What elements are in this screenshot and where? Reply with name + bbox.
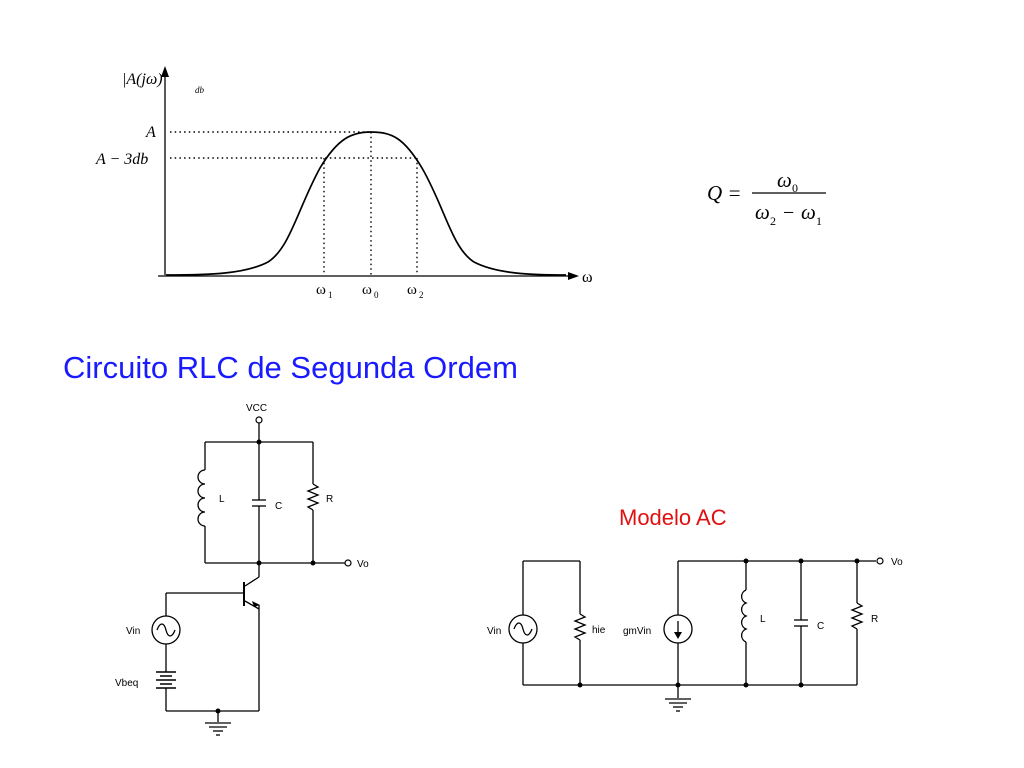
x-axis-label: ω <box>582 269 593 286</box>
ac-inductor-symbol <box>740 589 748 643</box>
x-axis-arrow <box>568 272 579 280</box>
omega1-label: ω <box>316 282 326 298</box>
response-curve <box>165 131 567 276</box>
resistor-label: R <box>326 494 333 505</box>
quality-factor-formula: Q = ω 0 ω 2 − ω 1 <box>707 168 826 228</box>
formula-den-a: ω <box>755 200 770 224</box>
ac-ground-icon <box>665 698 691 712</box>
gmvin-label: gmVin <box>623 626 651 637</box>
omega1-subscript: 1 <box>328 290 333 300</box>
formula-den-b: ω <box>801 200 816 224</box>
ac-vo-label: Vo <box>891 557 903 568</box>
vo-terminal <box>344 559 352 567</box>
hie-resistor-symbol <box>573 613 587 641</box>
current-arrow-icon <box>674 632 682 639</box>
inductor-symbol <box>197 469 206 527</box>
level-A-label: A <box>145 124 156 141</box>
ac-model-title: Modelo AC <box>619 505 727 530</box>
transistor-emitter-arrow <box>252 601 260 607</box>
formula-lhs: Q = <box>707 181 742 205</box>
rlc-amplifier-circuit: VCC L C R Vo <box>115 403 369 736</box>
vcc-label: VCC <box>246 403 267 414</box>
transistor-collector <box>244 576 260 587</box>
ac-resistor-symbol <box>850 602 864 630</box>
inductor-label: L <box>219 494 225 505</box>
y-axis-arrow <box>161 66 169 77</box>
ac-vin-label: Vin <box>487 626 501 637</box>
formula-den-b-sub: 1 <box>816 214 822 228</box>
ground-icon <box>205 722 231 736</box>
y-axis-label: |A(jω)| <box>122 71 167 88</box>
section-heading: Circuito RLC de Segunda Ordem <box>63 350 518 385</box>
transistor-emitter <box>244 600 260 610</box>
resistor-symbol <box>306 483 320 511</box>
capacitor-label: C <box>275 501 282 512</box>
level-3db-label: A − 3db <box>95 151 148 168</box>
ac-vo-terminal <box>876 557 884 565</box>
formula-numerator: ω <box>777 168 792 192</box>
hie-label: hie <box>592 625 606 636</box>
vbeq-label: Vbeq <box>115 678 138 689</box>
vin-label: Vin <box>126 626 140 637</box>
formula-numerator-sub: 0 <box>792 181 798 195</box>
vcc-terminal <box>255 416 263 424</box>
formula-den-a-sub: 2 <box>770 214 776 228</box>
formula-minus: − <box>783 202 794 224</box>
frequency-response-graph: |A(jω)| db A A − 3db ω ω 1 ω 0 ω 2 <box>95 66 593 300</box>
y-axis-subscript: db <box>195 85 205 95</box>
omega0-label: ω <box>362 282 372 298</box>
ac-model-circuit: Vin hie gmVin Vo L C <box>487 557 903 712</box>
omega2-label: ω <box>407 282 417 298</box>
ac-capacitor-label: C <box>817 621 824 632</box>
omega0-subscript: 0 <box>374 290 379 300</box>
vo-label: Vo <box>357 559 369 570</box>
ac-resistor-label: R <box>871 614 878 625</box>
ac-inductor-label: L <box>760 614 766 625</box>
omega2-subscript: 2 <box>419 290 424 300</box>
